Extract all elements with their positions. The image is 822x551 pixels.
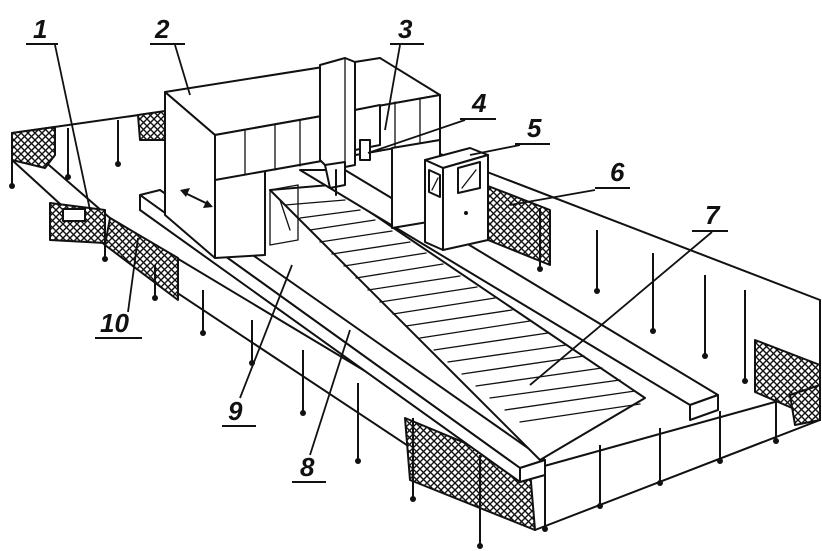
callout-number-2: 2 — [154, 14, 170, 44]
callout-number-5: 5 — [527, 113, 542, 143]
callout-5: 5 — [515, 113, 550, 145]
callout-leaders — [54, 44, 713, 456]
callout-1: 1 — [26, 14, 58, 45]
callout-10: 10 — [95, 308, 142, 339]
callout-6: 6 — [595, 157, 630, 189]
callout-number-6: 6 — [610, 157, 625, 187]
callout-number-9: 9 — [228, 396, 243, 426]
callout-2: 2 — [150, 14, 185, 45]
fence-posts — [9, 120, 779, 549]
callout-8: 8 — [292, 452, 326, 483]
control-cabinet — [424, 147, 489, 251]
table-t-slots — [284, 199, 641, 423]
callout-9: 9 — [222, 396, 256, 427]
callout-number-8: 8 — [300, 452, 315, 482]
callout-number-4: 4 — [471, 88, 487, 118]
safety-fence — [9, 110, 821, 549]
callout-7: 7 — [692, 200, 728, 232]
spindle-head — [319, 57, 381, 196]
callout-number-1: 1 — [33, 14, 47, 44]
callout-3: 3 — [390, 14, 424, 45]
callout-number-10: 10 — [100, 308, 129, 338]
callout-number-7: 7 — [705, 200, 721, 230]
callout-number-3: 3 — [398, 14, 413, 44]
machine-bed — [139, 169, 719, 483]
callout-4: 4 — [460, 88, 496, 120]
